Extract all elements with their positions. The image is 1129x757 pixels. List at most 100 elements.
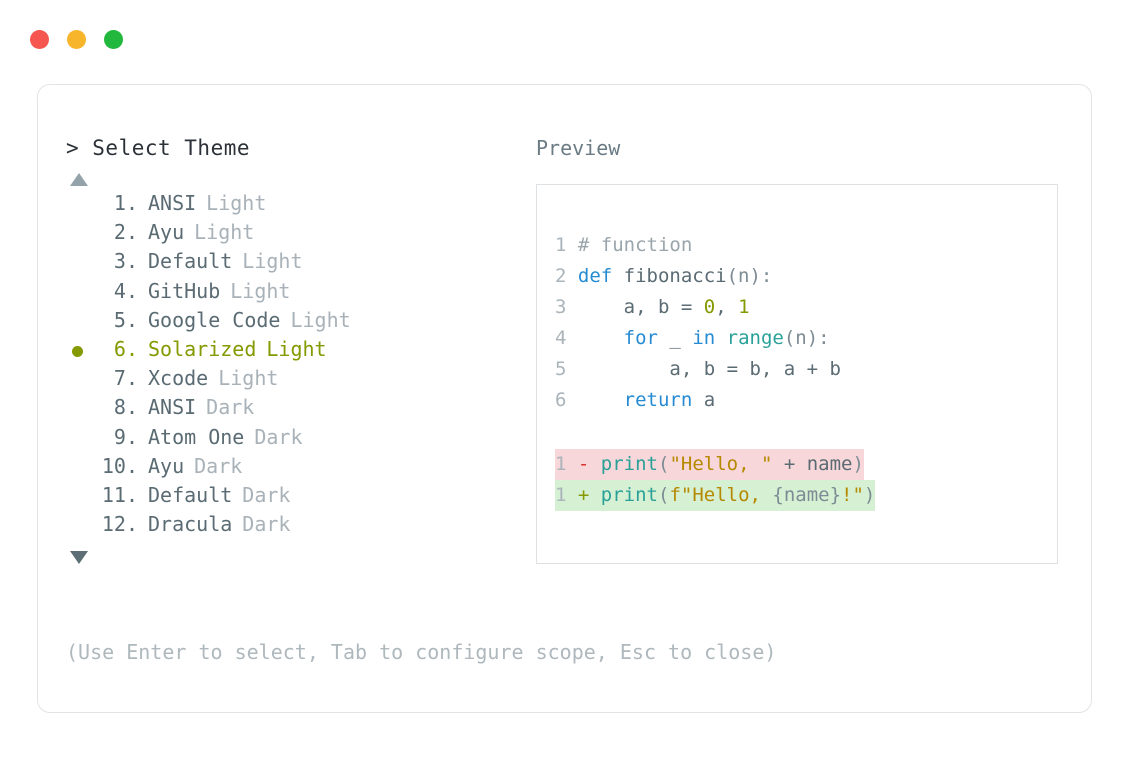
theme-item-index: 6. — [113, 336, 138, 361]
theme-item-name: Default — [148, 482, 233, 507]
theme-item-index: 11. — [101, 482, 138, 507]
code-token: "Hello, " — [669, 453, 773, 475]
theme-item-index: 8. — [113, 395, 138, 420]
code-spacer — [555, 416, 1057, 449]
theme-item-variant: Light — [194, 220, 255, 245]
theme-item-variant: Dark — [254, 424, 303, 449]
theme-list-item[interactable]: 11. Default Dark — [66, 483, 536, 512]
code-token: + — [772, 453, 807, 475]
code-token — [715, 327, 726, 349]
theme-item-variant: Light — [242, 249, 303, 274]
code-line: 2 def fibonacci(n): — [555, 261, 1057, 292]
window-traffic-lights — [30, 30, 123, 49]
theme-item-variant: Dark — [242, 482, 291, 507]
code-token: print — [600, 484, 658, 506]
keyboard-hint: (Use Enter to select, Tab to configure s… — [66, 640, 777, 664]
code-token: a — [692, 389, 716, 411]
code-token: ( — [657, 453, 670, 475]
code-token — [578, 327, 624, 349]
theme-item-name: ANSI — [148, 395, 197, 420]
code-line: 1 # function — [555, 230, 1057, 261]
page-title: > Select Theme — [66, 136, 251, 160]
code-token: , — [715, 296, 739, 318]
code-token — [578, 389, 624, 411]
theme-item-variant: Light — [206, 191, 267, 215]
theme-item-index: 5. — [113, 307, 138, 332]
minimize-button[interactable] — [67, 30, 86, 49]
code-token: print — [600, 453, 658, 475]
diff-block: 1 - print("Hello, " + name)1 + print(f"H… — [555, 449, 1057, 511]
code-token: name — [806, 453, 853, 475]
code-line-number: 1 — [555, 234, 578, 256]
code-line-number: 4 — [555, 327, 578, 349]
scroll-down-icon[interactable] — [70, 551, 88, 565]
diff-line-row: 1 + print(f"Hello, {name}!") — [555, 480, 1057, 511]
code-token: 1 — [738, 296, 750, 318]
close-button[interactable] — [30, 30, 49, 49]
code-token: a, b = b, a + b — [577, 358, 841, 380]
theme-item-index: 3. — [113, 249, 138, 274]
maximize-button[interactable] — [104, 30, 123, 49]
diff-line-number: 1 — [555, 484, 578, 506]
code-token: a, b = — [577, 296, 704, 318]
code-line: 4 for _ in range(n): — [555, 323, 1057, 354]
preview-label: Preview — [536, 136, 621, 160]
diff-line-number: 1 — [555, 453, 578, 475]
code-line: 5 a, b = b, a + b — [555, 354, 1057, 385]
theme-item-name: Xcode — [148, 366, 209, 391]
code-token: for — [623, 327, 658, 349]
theme-list-item[interactable]: 3. Default Light — [66, 249, 536, 278]
theme-item-index: 7. — [113, 366, 138, 391]
diff-line-plus: 1 + print(f"Hello, {name}!") — [555, 480, 876, 511]
code-token: (n): — [783, 327, 830, 349]
code-line-number: 2 — [555, 265, 578, 287]
code-token: fibonacci — [623, 265, 727, 287]
theme-item-variant: Dark — [194, 453, 243, 478]
code-token: range — [726, 327, 784, 349]
code-token: _ — [657, 327, 693, 349]
selection-bullet-icon — [72, 346, 83, 358]
theme-item-name: Ayu — [148, 453, 185, 478]
code-token: ( — [657, 484, 670, 506]
code-token: # function — [577, 234, 693, 256]
theme-item-variant: Dark — [206, 395, 255, 420]
diff-line-minus: 1 - print("Hello, " + name) — [555, 449, 864, 480]
scroll-up-icon[interactable] — [70, 173, 88, 186]
theme-item-index: 1. — [113, 191, 138, 215]
code-token: ) — [863, 484, 876, 506]
theme-item-name: Default — [148, 249, 233, 274]
code-token: 0 — [703, 296, 716, 318]
code-token: f"Hello, — [669, 484, 773, 506]
theme-item-index: 9. — [113, 424, 138, 449]
theme-item-variant: Light — [266, 336, 327, 361]
theme-list-item[interactable]: 9. Atom One Dark — [66, 425, 536, 454]
theme-item-name: Atom One — [148, 424, 245, 449]
code-line: 6 return a — [555, 385, 1057, 416]
diff-marker: - — [577, 453, 601, 475]
theme-item-name: GitHub — [148, 278, 221, 303]
theme-list-item[interactable]: 7. Xcode Light — [66, 366, 536, 395]
theme-list-item[interactable]: 8. ANSI Dark — [66, 395, 536, 424]
code-line-number: 5 — [555, 358, 578, 380]
theme-item-name: Dracula — [148, 512, 233, 537]
code-line-number: 6 — [555, 389, 578, 411]
diff-line-row: 1 - print("Hello, " + name) — [555, 449, 1057, 480]
theme-item-variant: Light — [290, 307, 351, 332]
code-line-number: 3 — [555, 296, 578, 318]
theme-item-index: 2. — [113, 220, 138, 245]
theme-item-variant: Light — [218, 366, 279, 391]
code-token: {name} — [772, 484, 842, 506]
